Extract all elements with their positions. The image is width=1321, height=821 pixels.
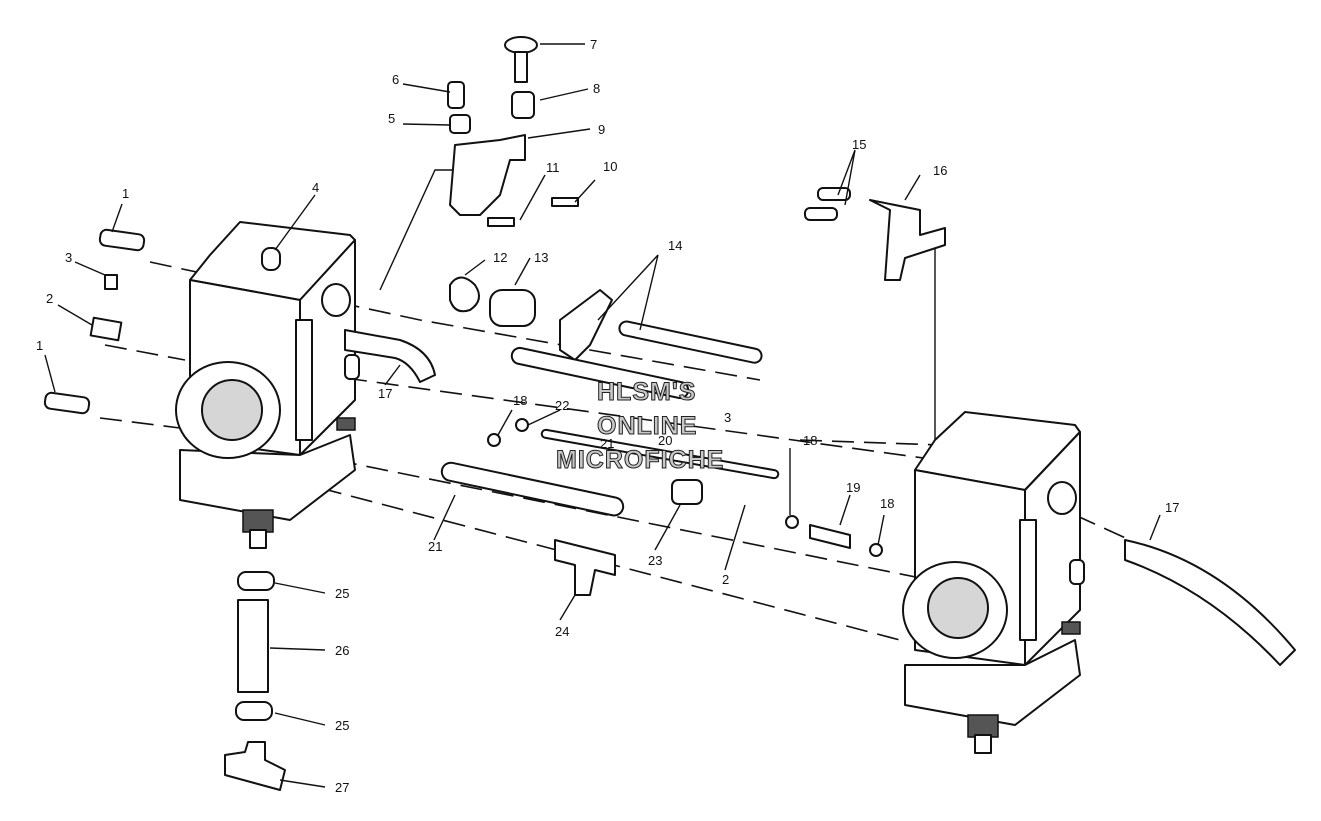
callout-21-upper: 21 (600, 436, 614, 451)
callout-27: 27 (335, 780, 349, 795)
callout-21-lower: 21 (428, 539, 442, 554)
callout-12: 12 (493, 250, 507, 265)
callout-3-right: 3 (724, 410, 731, 425)
callout-25-lower: 25 (335, 718, 349, 733)
callout-2-left: 2 (46, 291, 53, 306)
callout-numbers: 1 1 2 3 4 5 6 7 8 9 10 11 12 13 14 15 16… (36, 37, 1179, 795)
watermark-line-1: HLSM'S (597, 378, 696, 406)
callout-24: 24 (555, 624, 569, 639)
callout-17-right: 17 (1165, 500, 1179, 515)
callout-4: 4 (312, 180, 319, 195)
callout-5: 5 (388, 111, 395, 126)
callout-26: 26 (335, 643, 349, 658)
callout-1-upper: 1 (122, 186, 129, 201)
callout-2-right: 2 (722, 572, 729, 587)
callout-16: 16 (933, 163, 947, 178)
callout-23: 23 (648, 553, 662, 568)
callout-15: 15 (852, 137, 866, 152)
small-parts (43, 36, 1296, 791)
watermark-line-2: ONLINE (597, 412, 697, 440)
callout-25-upper: 25 (335, 586, 349, 601)
callout-9: 9 (598, 122, 605, 137)
callout-17-left: 17 (378, 386, 392, 401)
callout-18-b: 18 (803, 433, 817, 448)
callout-14: 14 (668, 238, 682, 253)
callout-19: 19 (846, 480, 860, 495)
callout-10: 10 (603, 159, 617, 174)
watermark-line-3: MICROFICHE (556, 446, 724, 474)
callout-1-lower: 1 (36, 338, 43, 353)
callout-7: 7 (590, 37, 597, 52)
callout-6: 6 (392, 72, 399, 87)
callout-8: 8 (593, 81, 600, 96)
callout-20: 20 (658, 433, 672, 448)
watermark: HLSM'S ONLINE MICROFICHE (556, 378, 724, 475)
callout-18-a: 18 (513, 393, 527, 408)
callout-11: 11 (546, 160, 560, 175)
left-carburetor-body (175, 221, 436, 549)
callout-18-c: 18 (880, 496, 894, 511)
right-carburetor-body (902, 411, 1085, 754)
callout-13: 13 (534, 250, 548, 265)
leader-lines (44, 43, 1161, 788)
callout-3-left: 3 (65, 250, 72, 265)
callout-22: 22 (555, 398, 569, 413)
